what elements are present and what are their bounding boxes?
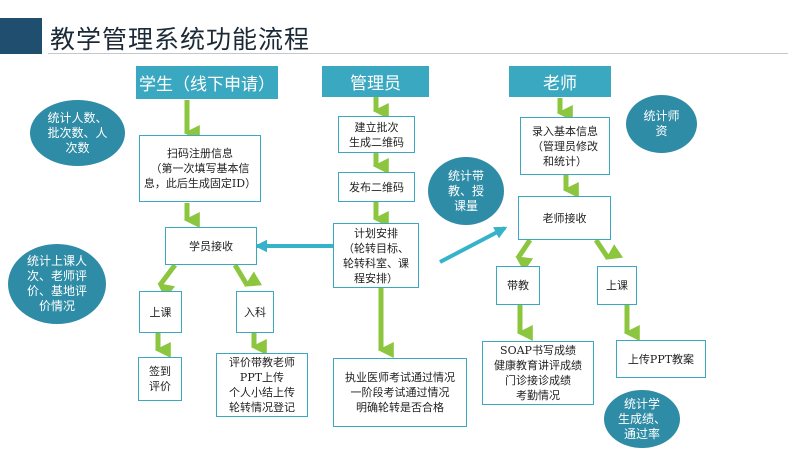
- mentoring-box: 带教: [496, 266, 540, 305]
- upload-ppt-box: 上传PPT教案: [616, 340, 706, 378]
- attend-class-box: 上课: [139, 291, 182, 333]
- header-admin: 管理员: [322, 66, 429, 97]
- exam-status-box: 执业医师考试通过情况 一阶段考试通过情况 明确轮转是否合格: [333, 358, 467, 427]
- enter-info-box: 录入基本信息 （管理员修改 和统计）: [520, 117, 610, 175]
- teach-class-box: 上课: [597, 266, 637, 305]
- header-teacher: 老师: [509, 66, 611, 97]
- arrow-plan-to-teacher-receive: [439, 226, 508, 264]
- teacher-receive-box: 老师接收: [518, 196, 611, 240]
- bubble-count-students: 统计人数、 批次数、人 次数: [30, 100, 125, 166]
- arrow-receive-to-mentoring: [515, 238, 534, 272]
- title-accent-bar: [0, 18, 42, 54]
- scan-register-box: 扫码注册信息 （第一次填写基本信 息，此后生成固定ID）: [139, 135, 261, 202]
- bubble-count-teaching: 统计带 教、授 课量: [428, 157, 504, 225]
- arrow-receive-to-class: [157, 263, 177, 300]
- page-title: 教学管理系统功能流程: [50, 25, 311, 54]
- publish-qr-box: 发布二维码: [338, 172, 415, 202]
- sign-in-eval-box: 签到 评价: [138, 357, 182, 401]
- arrow-receive-to-teach: [593, 238, 624, 260]
- enroll-dept-box: 入科: [236, 291, 274, 333]
- plan-arrange-box: 计划安排 （轮转目标、 轮转科室、课 程安排）: [333, 223, 419, 288]
- arrow-receive-to-enroll: [232, 263, 263, 287]
- header-student: 学生（线下申请）: [136, 66, 278, 99]
- student-receive-box: 学员接收: [165, 227, 257, 265]
- bubble-count-attendance: 统计上课人 次、老师评 价、基地评 价情况: [8, 244, 106, 324]
- create-batch-box: 建立批次 生成二维码: [338, 116, 415, 153]
- mentoring-items-box: SOAP书写成绩 健康教育讲评成绩 门诊接诊成绩 考勤情况: [482, 341, 594, 405]
- bubble-count-scores: 统计学 生成绩、 通过率: [604, 390, 680, 448]
- enroll-tasks-box: 评价带教老师 PPT上传 个人小结上传 轮转情况登记: [216, 353, 308, 417]
- title-divider: [48, 53, 788, 54]
- bubble-count-teachers: 统计师 资: [626, 95, 697, 153]
